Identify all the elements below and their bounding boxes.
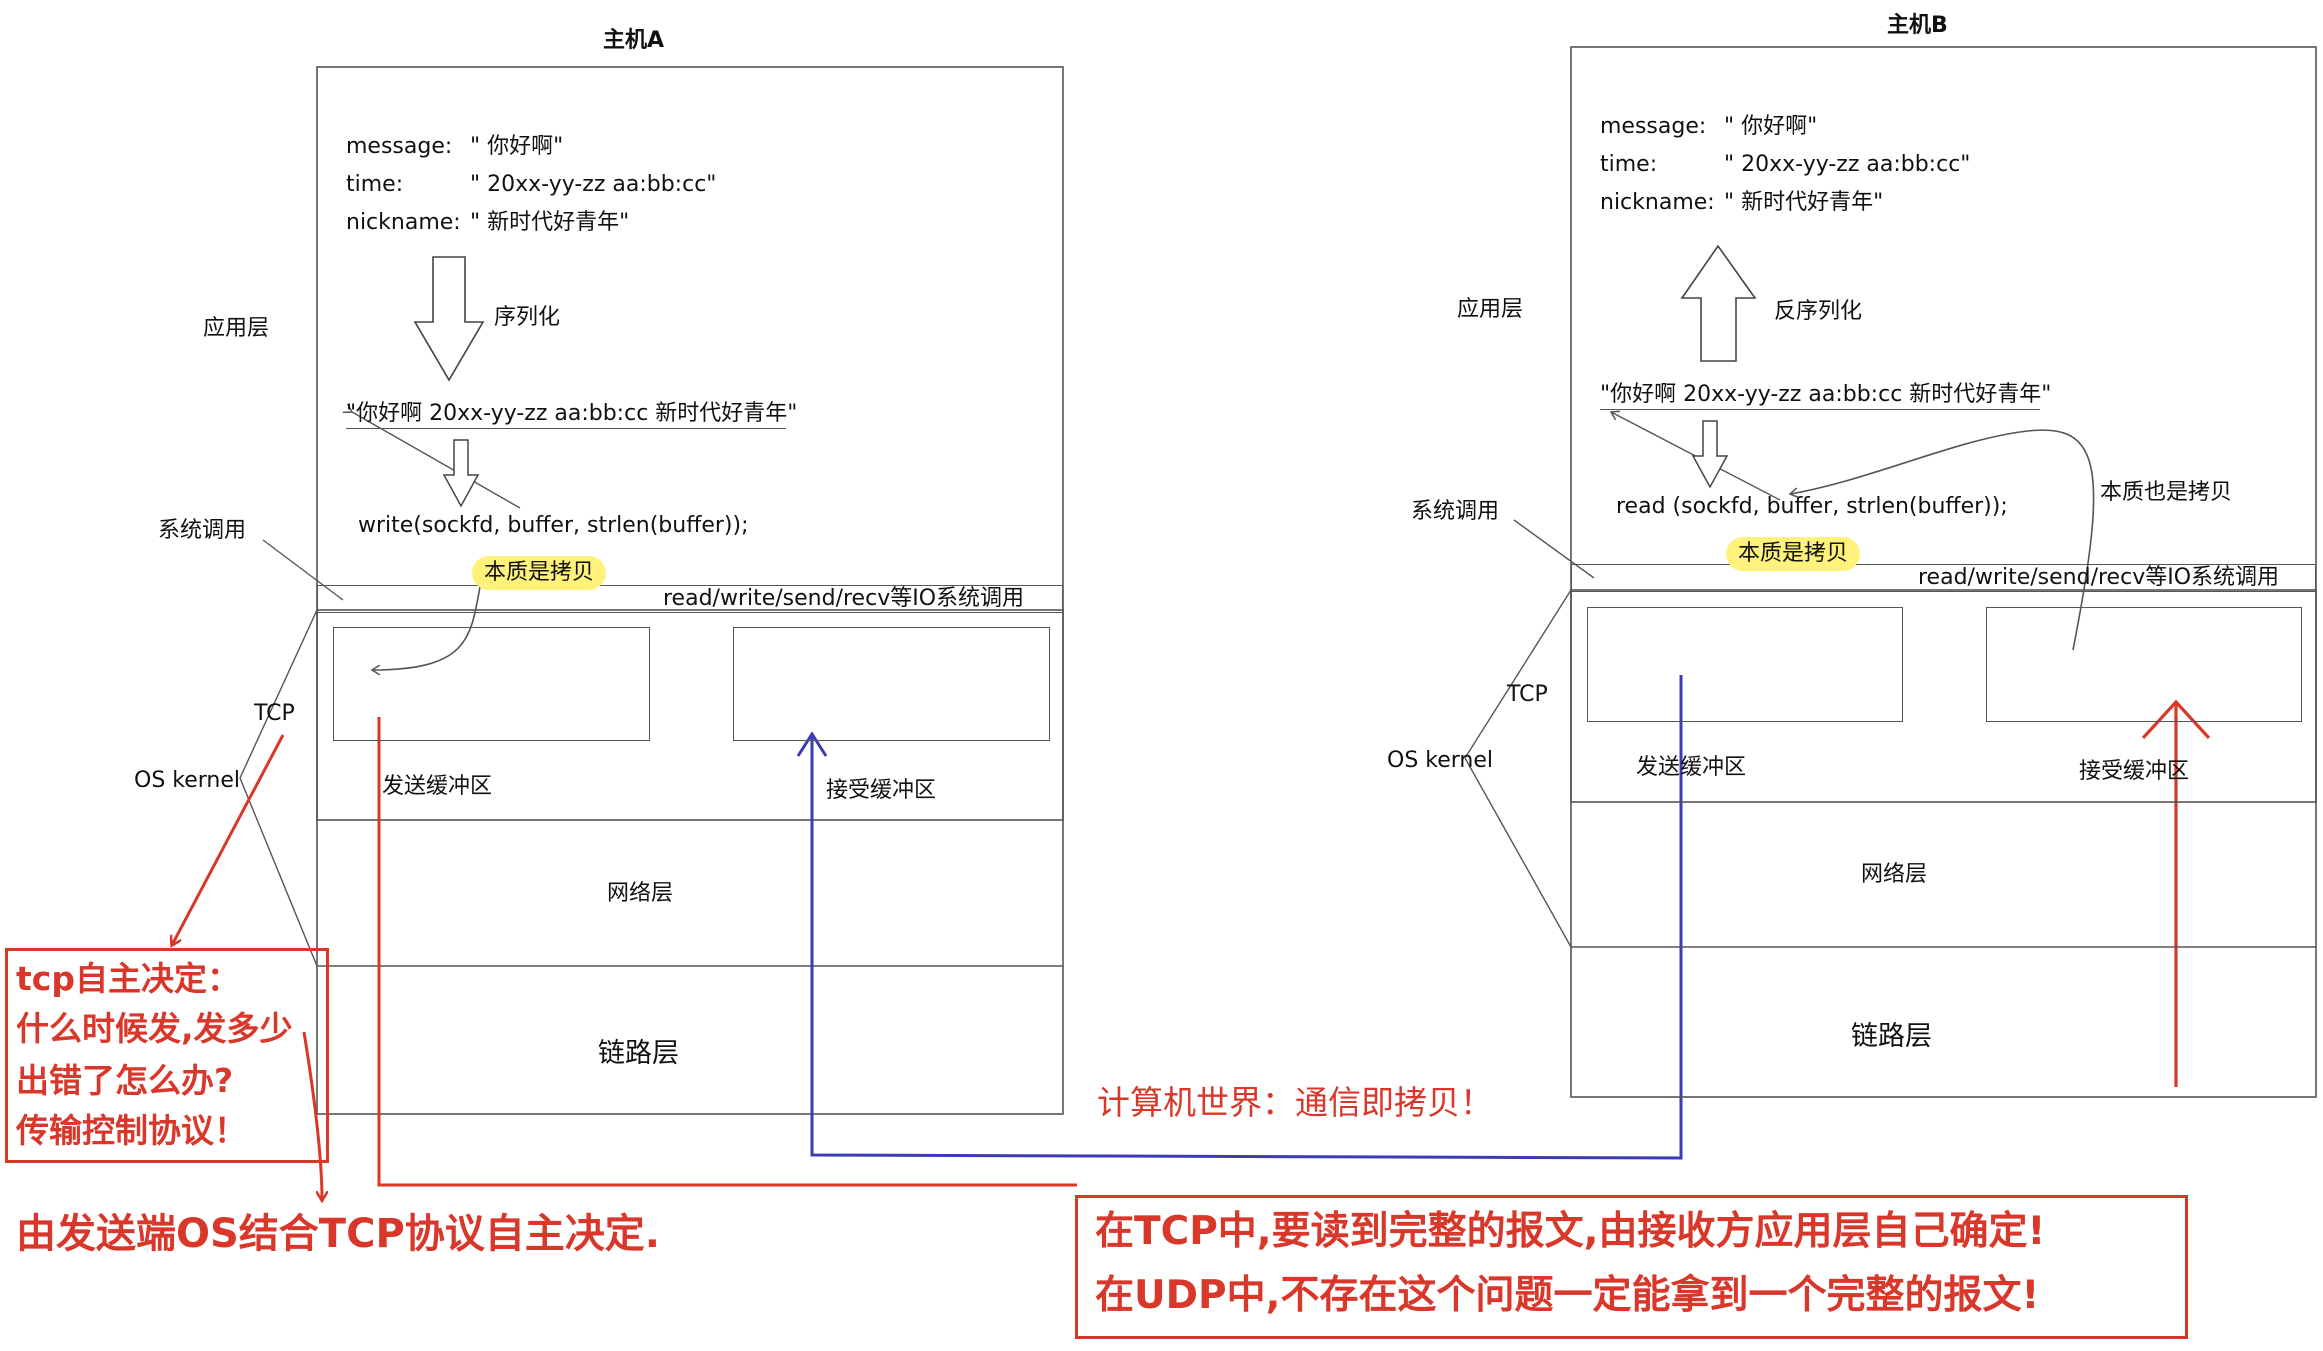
host-b-app-layer: 应用层 (1457, 297, 1524, 322)
host-b-message-val: " 你好啊" (1724, 114, 1818, 139)
host-a-nickname-val: " 新时代好青年" (470, 210, 630, 235)
host-b-read-call: read (sockfd, buffer, strlen(buffer)); (1616, 494, 2008, 519)
host-b-link-layer: 链路层 (1851, 1021, 1932, 1052)
sender-decides-text: 由发送端OS结合TCP协议自主决定. (16, 1211, 660, 1257)
host-a-os-kernel-region (316, 609, 1064, 821)
host-b-deserialize-arrow (1680, 244, 1757, 362)
bottom-note-box (1075, 1195, 2188, 1339)
host-a-os-kernel-label: OS kernel (134, 768, 241, 793)
host-a-copy-back-line (352, 412, 521, 509)
host-a-send-buffer-box (333, 627, 650, 741)
host-a-recv-buffer-label: 接受缓冲区 (826, 778, 937, 803)
host-b-title: 主机B (1887, 13, 1948, 38)
host-b-time-val: " 20xx-yy-zz aa:bb:cc" (1724, 152, 1971, 177)
tcp-callout-arrow (172, 734, 285, 945)
host-b-tcp-label: TCP (1507, 682, 1548, 707)
send-path-red (377, 717, 1077, 1187)
bottom-note-line1: 在TCP中,要读到完整的报文,由接收方应用层自己确定! (1095, 1209, 2046, 1254)
host-b-network-layer: 网络层 (1861, 862, 1928, 887)
host-b-io-calls: read/write/send/recv等IO系统调用 (1918, 565, 2280, 590)
host-a-network-layer: 网络层 (607, 881, 674, 906)
host-a-tcp-bracket-bottom (239, 777, 318, 967)
host-a-title: 主机A (603, 28, 665, 53)
host-a-serialized-string: "你好啊 20xx-yy-zz aa:bb:cc 新时代好青年" (346, 401, 798, 426)
host-a-underline (346, 428, 786, 429)
host-b-os-kernel-region (1570, 589, 2317, 803)
host-b-syscall-label: 系统调用 (1411, 499, 1500, 524)
bottom-note-line2: 在UDP中,不存在这个问题一定能拿到一个完整的报文! (1095, 1273, 2040, 1318)
host-b-tcp-bracket-top (1464, 589, 1572, 759)
host-b-copy-note-also: 本质也是拷贝 (2100, 480, 2233, 505)
host-a-app-layer: 应用层 (203, 316, 270, 341)
host-b-copy-note: 本质是拷贝 (1726, 537, 1861, 571)
host-a-tcp-label: TCP (254, 701, 295, 726)
host-a-link-layer: 链路层 (598, 1038, 679, 1069)
host-a-copy-curve (372, 565, 485, 670)
host-b-serialized-string: "你好啊 20xx-yy-zz aa:bb:cc 新时代好青年" (1600, 382, 2052, 407)
tcp-decides-line3: 出错了怎么办? (16, 1061, 234, 1100)
host-b-io-calls-bar (1571, 564, 2316, 592)
host-a-small-down-arrow (442, 439, 480, 508)
send-path-blue-head (796, 731, 828, 757)
host-b-message-key: message: (1600, 114, 1707, 139)
copy-world-text: 计算机世界：通信即拷贝！ (1097, 1083, 1493, 1122)
host-b-nickname-val: " 新时代好青年" (1724, 190, 1884, 215)
host-a-io-calls-bar (317, 585, 1063, 613)
host-b-tcp-bracket-bottom (1464, 757, 1572, 948)
tcp-decides-line1: tcp自主决定： (16, 959, 240, 998)
host-a-nickname-key: nickname: (346, 210, 461, 235)
host-b-os-kernel-label: OS kernel (1387, 748, 1494, 773)
host-a-message-val: " 你好啊" (470, 134, 564, 159)
tcp-decides-box (5, 948, 329, 1163)
host-a-syscall-pointer (262, 539, 344, 601)
host-a-recv-buffer-box (733, 627, 1050, 741)
host-b-nickname-key: nickname: (1600, 190, 1715, 215)
host-b-recv-buffer-label: 接受缓冲区 (2079, 759, 2190, 784)
host-b-small-down-arrow (1691, 420, 1729, 489)
host-b-underline (1600, 409, 2040, 410)
host-a-time-key: time: (346, 172, 404, 197)
host-a-message-key: message: (346, 134, 453, 159)
host-a-tcp-bracket-top (239, 609, 318, 779)
host-b-send-buffer-label: 发送缓冲区 (1636, 755, 1747, 780)
host-a-write-call: write(sockfd, buffer, strlen(buffer)); (358, 513, 749, 538)
host-b-deserialize-label: 反序列化 (1774, 299, 1863, 324)
host-a-io-calls: read/write/send/recv等IO系统调用 (663, 586, 1025, 611)
host-b-recv-buffer-box (1986, 607, 2302, 722)
tcp-decides-line4: 传输控制协议！ (16, 1111, 247, 1150)
host-b-syscall-pointer (1513, 519, 1595, 579)
host-a-serialize-label: 序列化 (494, 305, 561, 330)
host-a-syscall-label: 系统调用 (158, 518, 247, 543)
recv-path-red-head (2141, 699, 2211, 740)
host-b-copy-curve (1790, 429, 2095, 651)
box-to-text-arrow (302, 1031, 322, 1200)
host-a-copy-note: 本质是拷贝 (472, 556, 607, 590)
host-b-send-buffer-box (1587, 607, 1903, 722)
send-path-blue (810, 675, 1683, 1160)
host-b-time-key: time: (1600, 152, 1658, 177)
host-a-time-val: " 20xx-yy-zz aa:bb:cc" (470, 172, 717, 197)
host-a-serialize-arrow (413, 256, 485, 382)
host-a-send-buffer-label: 发送缓冲区 (382, 774, 493, 799)
tcp-decides-line2: 什么时候发,发多少 (16, 1009, 293, 1048)
